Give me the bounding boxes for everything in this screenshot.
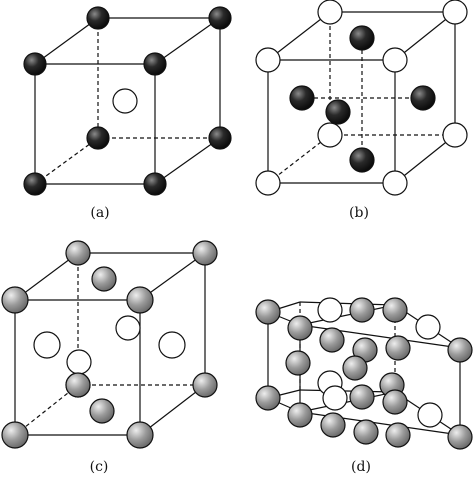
atom-grey bbox=[342, 355, 368, 381]
atom-grey bbox=[385, 335, 411, 361]
atom-grey bbox=[382, 297, 408, 323]
panel-d: (d) bbox=[255, 297, 473, 475]
atom-dark bbox=[23, 172, 47, 196]
atom-dark bbox=[410, 85, 436, 111]
atom-white bbox=[442, 0, 468, 25]
atom-white bbox=[317, 122, 343, 148]
atom-dark bbox=[325, 99, 351, 125]
atom-white bbox=[317, 0, 343, 25]
atom-grey bbox=[1, 286, 29, 314]
atom-grey bbox=[192, 372, 218, 398]
panel-a-label: (a) bbox=[90, 205, 109, 221]
atom-grey bbox=[319, 327, 345, 353]
atom-grey bbox=[255, 299, 281, 325]
atom-grey bbox=[89, 398, 115, 424]
atom-grey bbox=[382, 389, 408, 415]
panel-c-atoms bbox=[1, 240, 218, 449]
atom-dark bbox=[208, 6, 232, 30]
atom-white bbox=[382, 47, 408, 73]
atom-white bbox=[382, 170, 408, 196]
atom-grey bbox=[287, 315, 313, 341]
atom-grey bbox=[287, 402, 313, 428]
atom-dark bbox=[86, 6, 110, 30]
panel-b-cube-edges bbox=[267, 11, 456, 184]
atom-dark bbox=[23, 52, 47, 76]
atom-white bbox=[255, 47, 281, 73]
atom-white bbox=[66, 349, 92, 375]
atom-grey bbox=[285, 350, 311, 376]
atom-grey bbox=[65, 372, 91, 398]
atom-grey bbox=[349, 297, 375, 323]
atom-dark bbox=[349, 147, 375, 173]
atom-white bbox=[322, 385, 348, 411]
panel-a-atoms bbox=[23, 6, 232, 196]
atom-white bbox=[33, 331, 61, 359]
atom-grey bbox=[447, 424, 473, 450]
atom-white bbox=[317, 297, 343, 323]
atom-white-center bbox=[112, 88, 138, 114]
atom-white bbox=[415, 314, 441, 340]
atom-grey bbox=[1, 421, 29, 449]
atom-grey bbox=[91, 266, 117, 292]
atom-grey bbox=[192, 240, 218, 266]
atom-grey bbox=[349, 384, 375, 410]
panel-c: (c) bbox=[1, 240, 218, 475]
atom-white bbox=[158, 331, 186, 359]
atom-grey bbox=[447, 337, 473, 363]
atom-grey bbox=[385, 422, 411, 448]
panel-d-atoms bbox=[255, 297, 473, 450]
atom-grey bbox=[126, 286, 154, 314]
atom-white bbox=[442, 122, 468, 148]
atom-dark bbox=[208, 126, 232, 150]
atom-white bbox=[417, 402, 443, 428]
atom-grey bbox=[126, 421, 154, 449]
panel-b-atoms bbox=[255, 0, 468, 196]
atom-white bbox=[115, 315, 141, 341]
panel-c-label: (c) bbox=[90, 459, 109, 475]
panel-a: (a) bbox=[23, 6, 232, 221]
atom-white bbox=[255, 170, 281, 196]
atom-grey bbox=[320, 412, 346, 438]
atom-dark bbox=[289, 85, 315, 111]
panel-a-cube-edges bbox=[34, 17, 221, 185]
atom-dark bbox=[86, 126, 110, 150]
atom-grey bbox=[255, 385, 281, 411]
panel-b: (b) bbox=[255, 0, 468, 221]
atom-grey bbox=[65, 240, 91, 266]
atom-dark bbox=[143, 172, 167, 196]
panel-d-label: (d) bbox=[351, 459, 371, 475]
atom-dark bbox=[143, 52, 167, 76]
atom-grey bbox=[353, 419, 379, 445]
atom-dark bbox=[349, 25, 375, 51]
panel-b-label: (b) bbox=[349, 205, 369, 221]
